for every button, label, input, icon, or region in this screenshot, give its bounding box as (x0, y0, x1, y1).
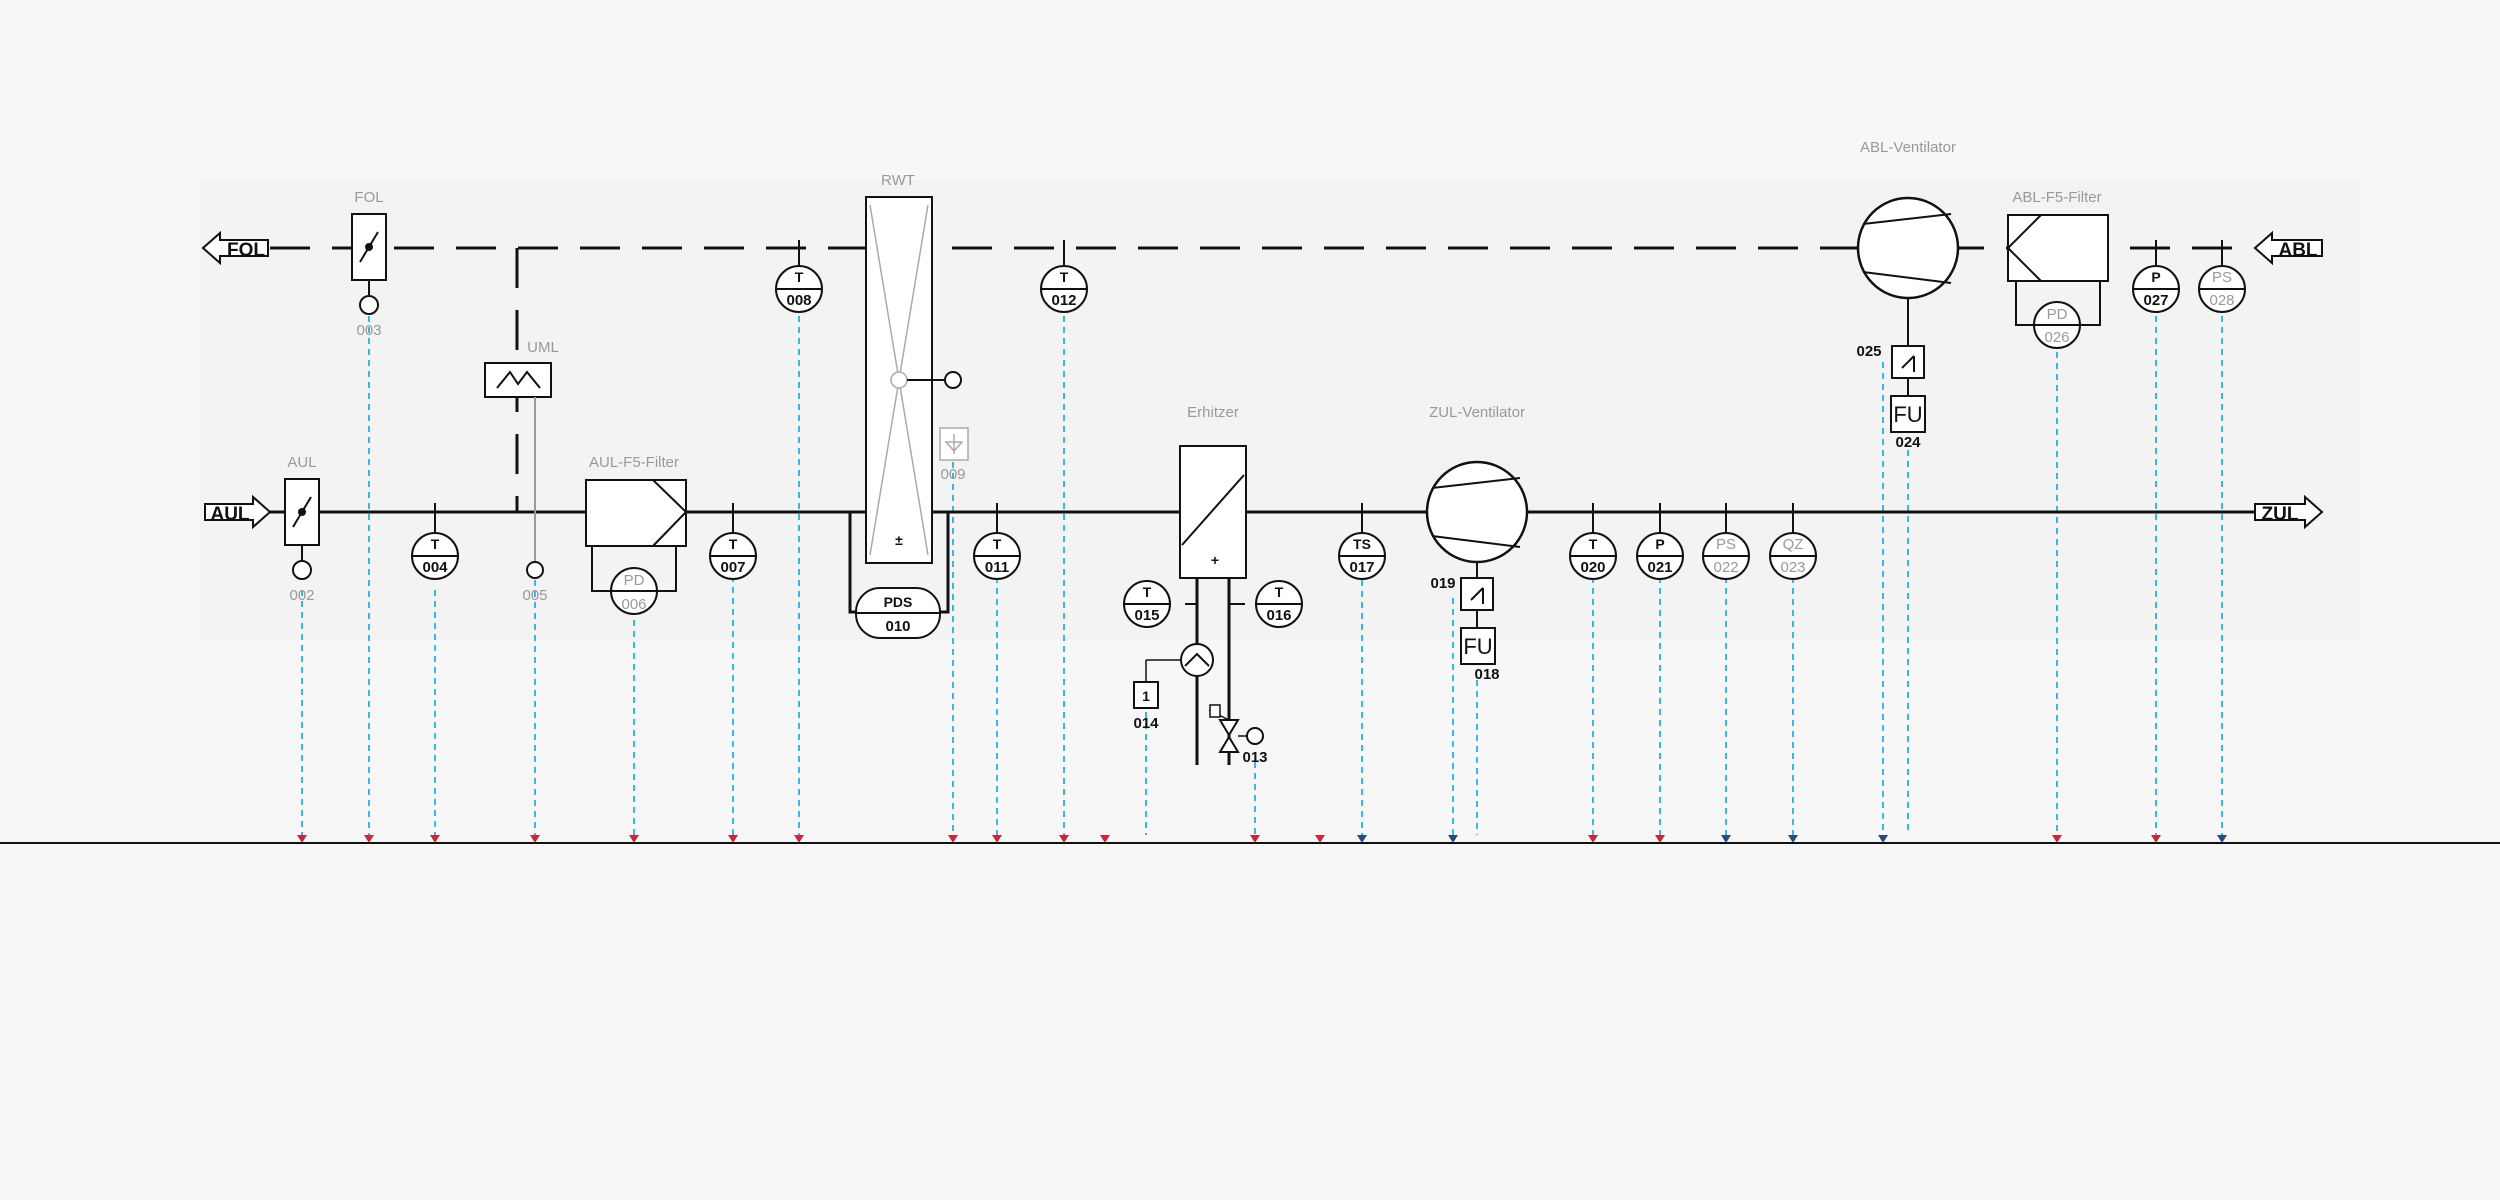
flow-fol: FOL (201, 230, 269, 266)
svg-text:T: T (729, 536, 738, 552)
svg-text:017: 017 (1349, 559, 1374, 576)
svg-text:013: 013 (1242, 749, 1267, 766)
sensor-s020: T 020 (1569, 503, 1617, 580)
svg-text:FU: FU (1893, 402, 1922, 427)
svg-text:023: 023 (1780, 559, 1805, 576)
diagram-area (200, 180, 2360, 640)
svg-text:PS: PS (2212, 269, 2232, 286)
svg-text:015: 015 (1134, 607, 1159, 624)
svg-text:QZ: QZ (1783, 536, 1804, 553)
uml-damper: UML 005 (484, 339, 559, 604)
sensor-s015: T 015 (1123, 580, 1171, 628)
svg-text:ABL: ABL (2278, 240, 2317, 261)
svg-text:1: 1 (1142, 688, 1150, 704)
svg-text:025: 025 (1856, 343, 1881, 360)
svg-text:008: 008 (786, 292, 811, 309)
flow-abl: ABL (2253, 230, 2323, 266)
flow-zul: ZUL (2254, 494, 2324, 530)
heater-coil: Erhitzer + 1 014 013 (1133, 404, 1268, 766)
svg-text:019: 019 (1430, 575, 1455, 592)
sensor-s021: P 021 (1636, 503, 1684, 580)
svg-text:ZUL: ZUL (2262, 504, 2299, 525)
svg-text:003: 003 (356, 322, 381, 339)
svg-text:UML: UML (527, 339, 559, 356)
supply-fan: ZUL-Ventilator 019 FU 018 (1425, 404, 1529, 683)
sensor-s011: T 011 (973, 503, 1021, 580)
svg-text:AUL: AUL (210, 504, 249, 525)
frost-thermostat: 009 (939, 427, 969, 483)
svg-text:FOL: FOL (354, 189, 383, 206)
svg-text:Erhitzer: Erhitzer (1187, 404, 1239, 421)
svg-text:P: P (2151, 269, 2160, 285)
svg-text:PD: PD (2047, 306, 2068, 323)
svg-text:T: T (795, 269, 804, 285)
svg-text:004: 004 (422, 559, 448, 576)
svg-text:014: 014 (1133, 715, 1159, 732)
svg-text:026: 026 (2044, 329, 2069, 346)
svg-text:022: 022 (1713, 559, 1738, 576)
aul-damper: AUL 002 (284, 454, 320, 604)
svg-text:T: T (1275, 584, 1284, 600)
svg-text:T: T (1060, 269, 1069, 285)
svg-text:±: ± (895, 532, 903, 548)
sensor-s026: PD 026 (2033, 301, 2081, 349)
exhaust-fan: ABL-Ventilator 025 FU 024 (1856, 139, 1960, 451)
aul-filter: AUL-F5-Filter (585, 454, 688, 592)
flow-aul: AUL (204, 494, 272, 530)
sensor-s007: T 007 (709, 503, 757, 580)
svg-text:002: 002 (289, 587, 314, 604)
svg-text:012: 012 (1051, 292, 1076, 309)
sensor-s023: QZ 023 (1769, 503, 1817, 580)
signal-lines (301, 316, 2223, 835)
svg-text:FU: FU (1463, 634, 1492, 659)
svg-text:T: T (431, 536, 440, 552)
fol-damper: FOL 003 (351, 189, 387, 339)
sensor-s008: T 008 (775, 240, 823, 313)
abl-filter: ABL-F5-Filter (2006, 189, 2109, 326)
svg-text:005: 005 (522, 587, 547, 604)
svg-text:007: 007 (720, 559, 745, 576)
svg-text:PS: PS (1716, 536, 1736, 553)
svg-text:+: + (1211, 552, 1219, 568)
svg-text:010: 010 (885, 618, 910, 635)
bus-markers (297, 835, 2227, 843)
svg-text:PD: PD (624, 572, 645, 589)
svg-text:024: 024 (1895, 434, 1921, 451)
svg-text:AUL-F5-Filter: AUL-F5-Filter (589, 454, 679, 471)
svg-text:011: 011 (985, 559, 1009, 576)
svg-text:ZUL-Ventilator: ZUL-Ventilator (1429, 404, 1525, 421)
svg-text:T: T (1143, 584, 1152, 600)
sensor-s028: PS 028 (2198, 240, 2246, 313)
pressure-switch-pds: PDS 010 (855, 587, 941, 639)
svg-text:021: 021 (1647, 559, 1672, 576)
sensor-s016: T 016 (1255, 580, 1303, 628)
sensor-s004: T 004 (411, 503, 459, 580)
svg-text:P: P (1655, 536, 1664, 552)
sensor-s017: TS 017 (1338, 503, 1386, 580)
svg-text:FOL: FOL (227, 240, 265, 261)
svg-text:006: 006 (621, 596, 646, 613)
sensor-s027: P 027 (2132, 240, 2180, 313)
svg-text:018: 018 (1474, 666, 1499, 683)
svg-text:RWT: RWT (881, 172, 915, 189)
svg-text:016: 016 (1266, 607, 1291, 624)
svg-text:AUL: AUL (287, 454, 316, 471)
sensor-s022: PS 022 (1702, 503, 1750, 580)
sensor-s012: T 012 (1040, 240, 1088, 313)
svg-text:009: 009 (940, 466, 965, 483)
svg-text:020: 020 (1580, 559, 1605, 576)
svg-text:T: T (993, 536, 1002, 552)
sensor-s006: PD 006 (610, 567, 658, 615)
svg-text:028: 028 (2209, 292, 2234, 309)
svg-text:ABL-Ventilator: ABL-Ventilator (1860, 139, 1956, 156)
heat-recovery-unit: RWT ± (848, 172, 962, 614)
svg-text:TS: TS (1353, 536, 1371, 552)
svg-text:ABL-F5-Filter: ABL-F5-Filter (2012, 189, 2101, 206)
svg-text:PDS: PDS (884, 594, 913, 610)
svg-text:T: T (1589, 536, 1598, 552)
svg-text:027: 027 (2143, 292, 2168, 309)
